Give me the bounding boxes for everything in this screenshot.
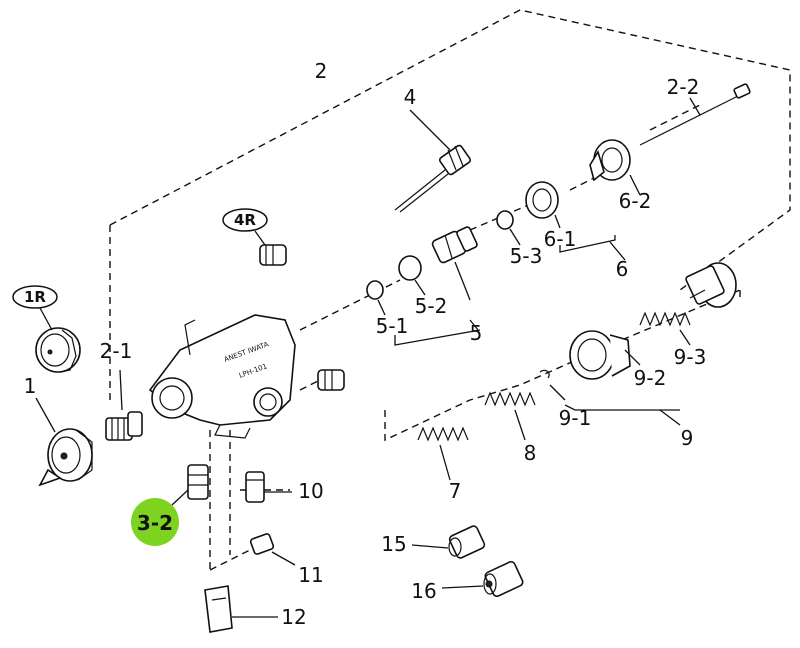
gun-body: ANEST IWATA LPH-101 [148, 314, 296, 439]
label-9-1: 9-1 [559, 406, 592, 430]
part-10-fitting [245, 471, 265, 503]
label-11: 11 [298, 563, 323, 587]
label-8: 8 [524, 441, 537, 465]
label-12: 12 [281, 605, 306, 629]
part-5-2-oring [398, 255, 422, 281]
label-7: 7 [449, 479, 462, 503]
part-body-fitting [317, 369, 345, 391]
label-5-1: 5-1 [376, 314, 409, 338]
part-8-spring [484, 391, 536, 407]
part-12-clip [204, 585, 233, 633]
part-5-3-oring [496, 210, 514, 230]
label-1r: 1R [24, 288, 46, 306]
part-9-1-clip [539, 369, 550, 379]
label-5: 5 [470, 321, 483, 345]
label-5-3: 5-3 [510, 244, 543, 268]
label-5-2: 5-2 [415, 294, 448, 318]
label-10: 10 [298, 479, 323, 503]
label-9-3: 9-3 [674, 345, 707, 369]
assembly-outline-9 [384, 289, 741, 442]
label-2: 2 [315, 59, 328, 83]
label-4r: 4R [234, 211, 256, 229]
label-2-2: 2-2 [667, 75, 700, 99]
assembly-outline-2 [109, 9, 791, 400]
part-1-air-cap [38, 428, 93, 487]
label-6-2: 6-2 [619, 189, 652, 213]
label-3-2-highlight: 3-2 [131, 498, 179, 546]
label-1: 1 [24, 374, 37, 398]
label-15: 15 [381, 532, 406, 556]
part-9-2-cylinder [569, 330, 631, 380]
label-4r-badge: 4R [222, 208, 268, 232]
label-1r-badge: 1R [12, 285, 58, 309]
part-5-valve [431, 226, 478, 264]
label-3-2: 3-2 [137, 511, 173, 535]
label-9: 9 [681, 426, 694, 450]
part-5-1-oring [366, 280, 384, 300]
label-4: 4 [404, 85, 417, 109]
part-3-2-fitting [187, 464, 209, 500]
part-9-3-spring [639, 311, 691, 327]
part-6-2-packing-holder [589, 139, 631, 182]
label-6-1: 6-1 [544, 227, 577, 251]
part-2-2-needle [639, 83, 751, 146]
part-2-1-nozzle [105, 411, 143, 441]
part-knob [685, 262, 737, 308]
part-1r-cap [35, 327, 81, 373]
label-9-2: 9-2 [634, 366, 667, 390]
label-2-1: 2-1 [100, 339, 133, 363]
label-16: 16 [411, 579, 436, 603]
part-6-1-packing [525, 181, 559, 219]
explode-axis-lines [299, 104, 701, 391]
part-15-nipple [448, 525, 486, 559]
label-6: 6 [616, 257, 629, 281]
part-11-plug [249, 533, 275, 555]
assembly-outline-lower [209, 430, 290, 571]
part-7-spring [417, 426, 469, 442]
part-4r-nut [259, 244, 287, 266]
part-16-nipple [483, 560, 524, 598]
part-4-adjust-screw [394, 144, 472, 213]
